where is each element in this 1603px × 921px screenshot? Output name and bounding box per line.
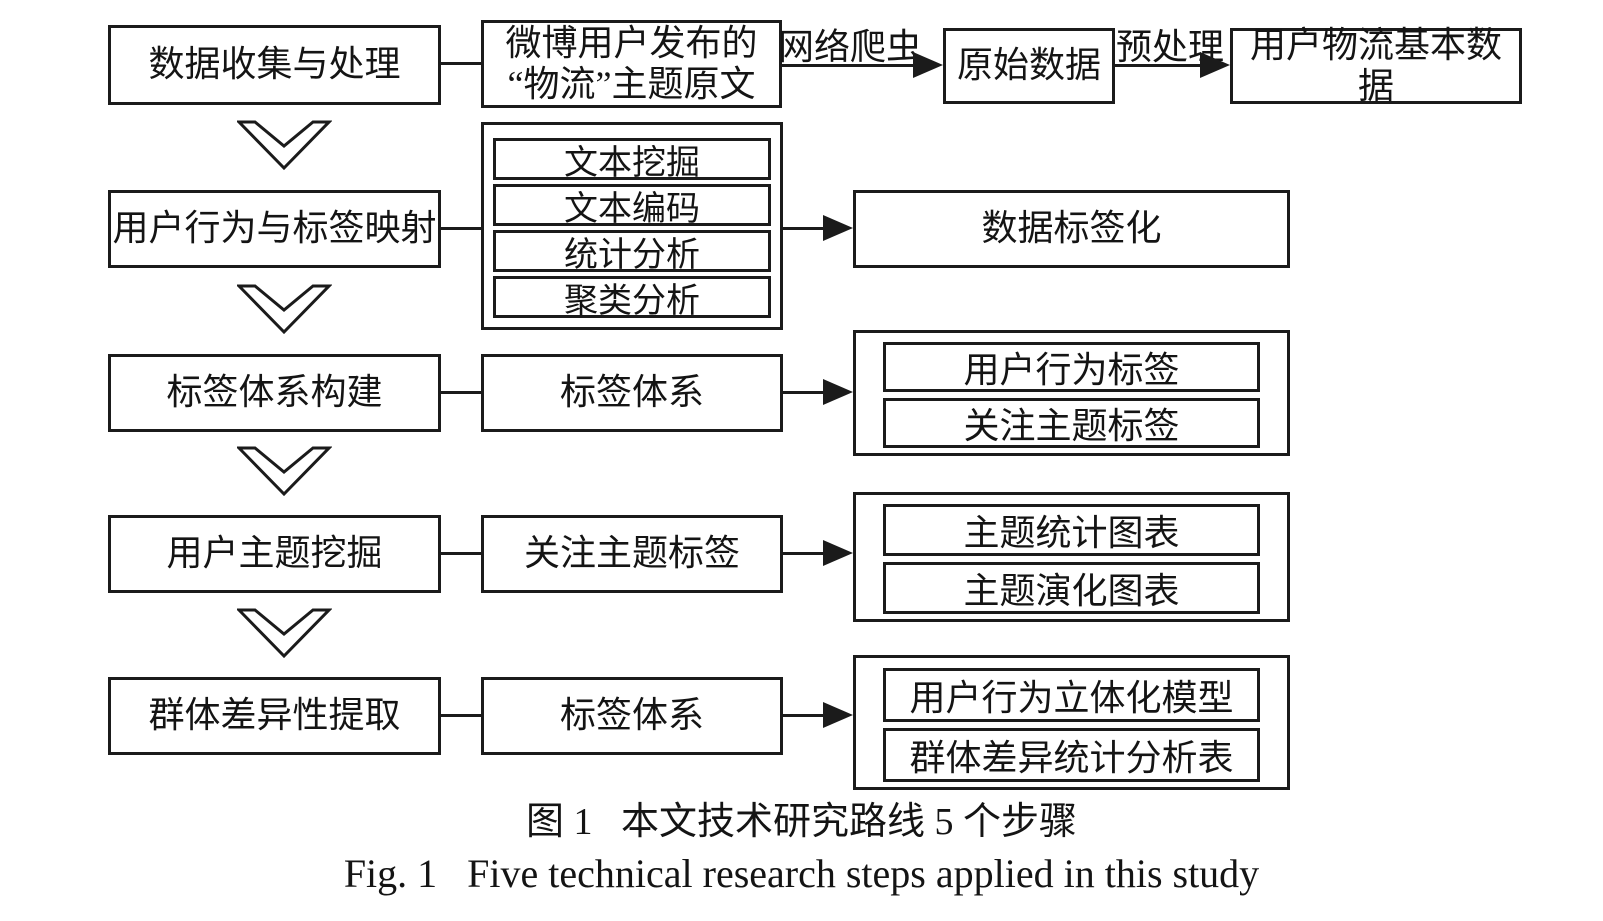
group-difference-table-box: 群体差异统计分析表 bbox=[883, 728, 1260, 782]
arrow-line bbox=[783, 391, 825, 394]
crawler-arrow-label: 网络爬虫 bbox=[777, 27, 922, 67]
topic-statistics-box: 主题统计图表 bbox=[883, 504, 1260, 556]
topic-tags-box: 关注主题标签 bbox=[883, 398, 1260, 448]
topic-evolution-box: 主题演化图表 bbox=[883, 562, 1260, 614]
source-text-box: 微博用户发布的 “物流”主题原文 bbox=[481, 20, 782, 108]
method-box-cluster-analysis: 聚类分析 bbox=[493, 276, 771, 320]
step3-box: 标签体系构建 bbox=[108, 354, 441, 432]
arrowhead-icon bbox=[823, 379, 853, 405]
chevron-down-icon bbox=[235, 120, 333, 179]
arrow-line bbox=[783, 227, 825, 230]
behavior-model-box: 用户行为立体化模型 bbox=[883, 668, 1260, 722]
arrow-line bbox=[782, 64, 915, 67]
connector-line bbox=[441, 227, 481, 230]
figure-caption-zh: 图 1 本文技术研究路线 5 个步骤 bbox=[525, 801, 1077, 843]
chevron-down-icon bbox=[235, 608, 333, 667]
connector-line bbox=[441, 391, 481, 394]
chevron-down-icon bbox=[235, 446, 333, 505]
arrowhead-icon bbox=[823, 702, 853, 728]
arrow-line bbox=[783, 552, 825, 555]
connector-line bbox=[441, 714, 481, 717]
step4-box: 用户主题挖掘 bbox=[108, 515, 441, 593]
arrowhead-icon bbox=[823, 215, 853, 241]
connector-line bbox=[441, 552, 481, 555]
step2-box: 用户行为与标签映射 bbox=[108, 190, 441, 268]
connector-line bbox=[441, 62, 481, 65]
data-labeling-box: 数据标签化 bbox=[853, 190, 1290, 268]
method-box-statistical-analysis: 统计分析 bbox=[493, 230, 771, 274]
method-box-text-mining: 文本挖掘 bbox=[493, 138, 771, 182]
figure-caption-en: Fig. 1 Five technical research steps app… bbox=[343, 851, 1260, 896]
arrowhead-icon bbox=[823, 540, 853, 566]
step1-box: 数据收集与处理 bbox=[108, 25, 441, 105]
followed-topic-tags-box: 关注主题标签 bbox=[481, 515, 783, 593]
arrowhead-icon bbox=[913, 52, 943, 78]
method-box-text-encoding: 文本编码 bbox=[493, 184, 771, 228]
logistics-data-box: 用户物流基本数据 bbox=[1230, 25, 1522, 106]
arrow-line bbox=[1115, 64, 1205, 67]
source-text: 微博用户发布的 “物流”主题原文 bbox=[505, 22, 758, 104]
step5-box: 群体差异性提取 bbox=[108, 677, 441, 755]
raw-data-box: 原始数据 bbox=[943, 28, 1115, 104]
behavior-tags-box: 用户行为标签 bbox=[883, 342, 1260, 392]
tag-system-box-2: 标签体系 bbox=[481, 677, 783, 755]
chevron-down-icon bbox=[235, 284, 333, 343]
arrow-line bbox=[783, 714, 825, 717]
tag-system-box: 标签体系 bbox=[481, 354, 783, 432]
arrowhead-icon bbox=[1200, 52, 1230, 78]
